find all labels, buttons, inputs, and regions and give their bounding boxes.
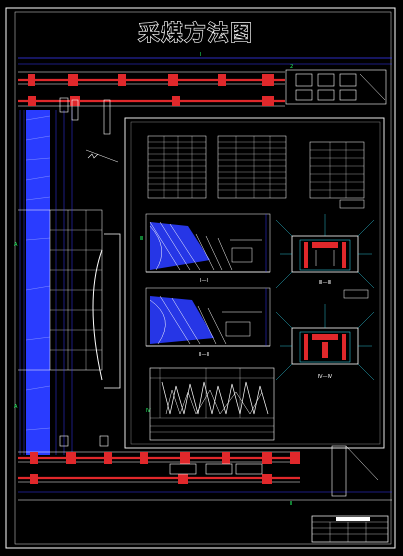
data-table-1 <box>147 135 207 199</box>
face-section-1: Ⅰ—Ⅰ <box>145 213 271 284</box>
title-block <box>311 515 389 543</box>
svg-text:Ⅲ—Ⅲ: Ⅲ—Ⅲ <box>319 280 331 286</box>
data-table-3 <box>309 141 365 199</box>
inner-frame <box>14 11 392 545</box>
face-section-2: Ⅱ—Ⅱ <box>145 287 271 358</box>
outer-frame <box>5 7 396 549</box>
cycle-operation-chart <box>149 367 275 441</box>
svg-text:Ⅱ—Ⅱ: Ⅱ—Ⅱ <box>199 352 209 358</box>
roadway-section-3: Ⅲ—Ⅲ <box>275 199 375 289</box>
svg-text:Ⅰ: Ⅰ <box>200 52 201 58</box>
svg-text:A: A <box>14 404 18 410</box>
roadway-section-4: Ⅳ—Ⅳ <box>275 289 375 381</box>
svg-text:A: A <box>14 242 18 248</box>
svg-text:2: 2 <box>290 64 293 70</box>
central-panel <box>124 117 385 449</box>
svg-text:Ⅲ: Ⅲ <box>140 236 143 242</box>
coal-seam-strip: A A Ⅳ Ⅲ <box>14 97 151 455</box>
svg-text:Ⅰ—Ⅰ: Ⅰ—Ⅰ <box>200 278 208 284</box>
drawing-title: 采煤方法图 <box>139 21 254 45</box>
svg-text:Ⅱ: Ⅱ <box>290 501 292 507</box>
svg-text:Ⅳ—Ⅳ: Ⅳ—Ⅳ <box>318 374 333 380</box>
svg-text:Ⅳ: Ⅳ <box>146 408 151 414</box>
data-table-2 <box>217 135 287 199</box>
bottom-roadway-plan: Ⅱ <box>18 445 392 507</box>
top-roadway-plan: 2 Ⅰ <box>18 52 392 107</box>
